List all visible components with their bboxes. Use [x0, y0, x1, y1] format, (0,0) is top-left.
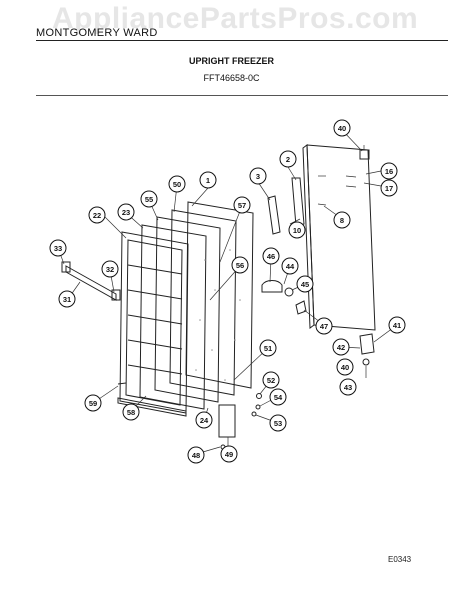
callout-55-label: 55 [145, 195, 153, 204]
callout-22-label: 22 [93, 211, 101, 220]
top-hinge-part [359, 145, 370, 160]
outer-door-panel [302, 144, 376, 331]
callout-32: 32 [101, 260, 119, 278]
callout-42: 42 [332, 338, 350, 356]
callout-32-label: 32 [106, 265, 114, 274]
callout-2-label: 2 [286, 155, 290, 164]
callout-10: 10 [288, 221, 306, 239]
callout-54-label: 54 [274, 393, 283, 402]
callout-40-bottom-label: 40 [341, 363, 349, 372]
callout-44: 44 [281, 257, 299, 275]
section-rule [36, 95, 448, 96]
callout-43: 43 [339, 378, 357, 396]
callout-48-label: 48 [192, 451, 200, 460]
callout-31: 31 [58, 290, 76, 308]
callout-57: 57 [233, 196, 251, 214]
callout-47: 47 [315, 317, 333, 335]
bottom-hinge-bracket [359, 333, 375, 378]
callout-42-label: 42 [337, 343, 345, 352]
callout-52: 52 [262, 371, 280, 389]
callout-23: 23 [117, 203, 135, 221]
callout-24: 24 [195, 411, 213, 429]
callout-56: 56 [231, 256, 249, 274]
callout-51-label: 51 [264, 344, 272, 353]
door-handle-part [267, 177, 305, 235]
callout-48: 48 [187, 446, 205, 464]
door-bottom-trim [117, 397, 187, 417]
callout-3: 3 [249, 167, 267, 185]
callout-2: 2 [279, 150, 297, 168]
callout-58: 58 [122, 403, 140, 421]
diagram-code: E0343 [388, 555, 412, 564]
callout-40-top: 40 [333, 119, 351, 137]
callout-55: 55 [140, 190, 158, 208]
callout-46: 46 [262, 247, 280, 265]
callout-40-bottom: 40 [336, 358, 354, 376]
callout-54: 54 [269, 388, 287, 406]
door-liner-assembly [119, 201, 254, 414]
callout-45: 45 [296, 275, 314, 293]
callout-33-label: 33 [54, 244, 62, 253]
callout-56-label: 56 [236, 261, 244, 270]
callout-16: 16 [380, 162, 398, 180]
callout-43-label: 43 [344, 383, 352, 392]
callout-45-label: 45 [301, 280, 309, 289]
callout-58-label: 58 [127, 408, 135, 417]
callout-17: 17 [380, 179, 398, 197]
callout-23-label: 23 [122, 208, 130, 217]
diagram-title: UPRIGHT FREEZER [188, 56, 274, 66]
callout-49-label: 49 [225, 450, 233, 459]
door-shelf-bar [61, 261, 121, 301]
callout-33: 33 [49, 239, 67, 257]
header-rule [36, 40, 448, 41]
callout-46-label: 46 [267, 252, 275, 261]
hinge-pin-parts [261, 280, 307, 315]
callout-52-label: 52 [267, 376, 275, 385]
callout-1: 1 [199, 171, 217, 189]
callout-22: 22 [88, 206, 106, 224]
callout-1-label: 1 [206, 176, 210, 185]
callout-8-label: 8 [340, 216, 344, 225]
callout-24-label: 24 [200, 416, 209, 425]
callout-50: 50 [168, 175, 186, 193]
callout-40-top-label: 40 [338, 124, 346, 133]
small-hardware [117, 382, 262, 450]
callout-59-label: 59 [89, 399, 97, 408]
callout-53-label: 53 [274, 419, 282, 428]
callout-16-label: 16 [385, 167, 393, 176]
callout-41-label: 41 [393, 321, 401, 330]
callout-57-label: 57 [238, 201, 246, 210]
callout-3-label: 3 [256, 172, 260, 181]
brand-label: MONTGOMERY WARD [36, 27, 158, 39]
callout-59: 59 [84, 394, 102, 412]
callout-51: 51 [259, 339, 277, 357]
callout-41: 41 [388, 316, 406, 334]
callout-53: 53 [269, 414, 287, 432]
callout-50-label: 50 [173, 180, 181, 189]
callout-17-label: 17 [385, 184, 393, 193]
callout-44-label: 44 [286, 262, 295, 271]
watermark: AppliancePartsPros.com [52, 2, 419, 35]
callout-8: 8 [333, 211, 351, 229]
callout-47-label: 47 [320, 322, 328, 331]
callout-31-label: 31 [63, 295, 71, 304]
callout-49: 49 [220, 445, 238, 463]
model-number: FFT46658-0C [203, 73, 260, 83]
callout-10-label: 10 [293, 226, 301, 235]
